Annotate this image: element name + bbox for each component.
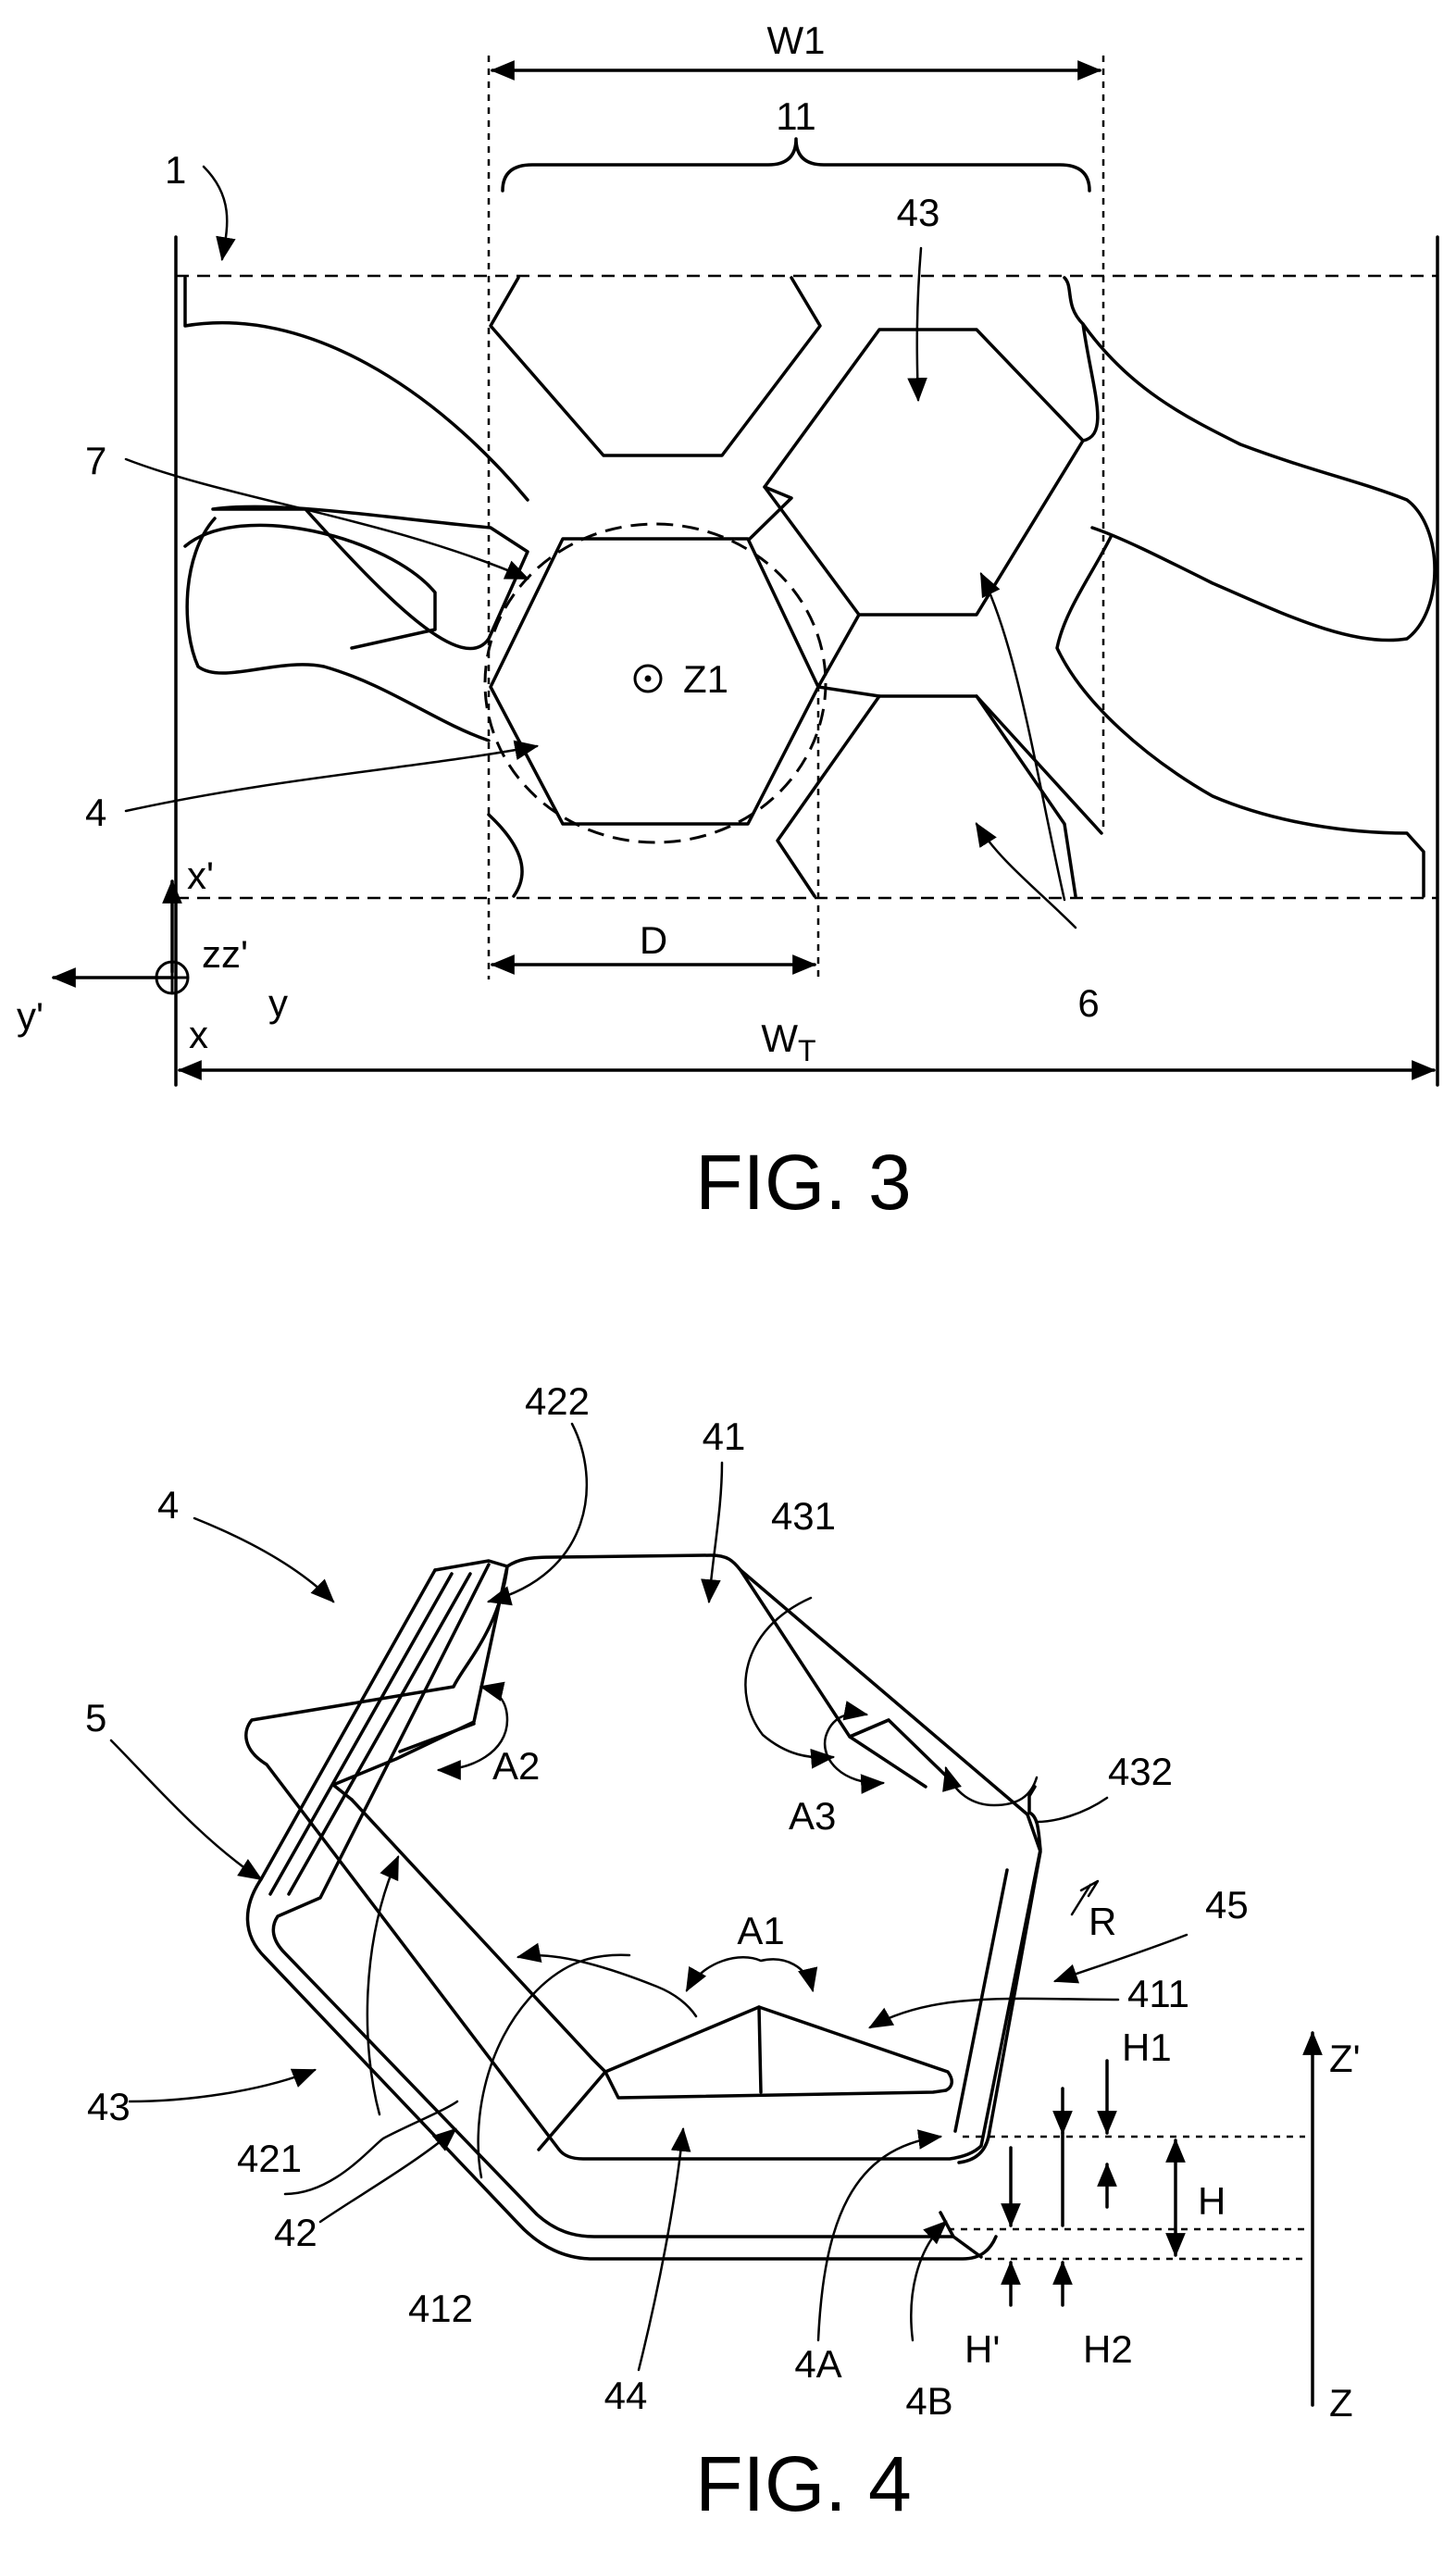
ref-431-label: 431 — [771, 1494, 836, 1538]
h1-label: H1 — [1122, 2026, 1172, 2069]
ref-4A-pointer — [818, 2137, 940, 2340]
ref-4B-pointer — [911, 2222, 946, 2340]
angle-a1-arc — [687, 1957, 813, 1990]
axis-y-prime-label: y' — [17, 994, 44, 1038]
z-label: Z — [1329, 2381, 1353, 2425]
ref-411-pointer — [870, 1999, 1118, 2027]
a3-label: A3 — [789, 1794, 836, 1838]
ref-412-label: 412 — [408, 2287, 473, 2330]
left-upper-wavy-cell — [213, 506, 528, 648]
link-mid — [818, 615, 859, 687]
d-label: D — [640, 918, 667, 962]
ref-45-label: 45 — [1205, 1883, 1249, 1926]
ref-42-label: 42 — [274, 2211, 317, 2254]
ref-1-label: 1 — [165, 148, 186, 192]
left-wavy-rim — [185, 525, 435, 648]
foot-4B-edge — [940, 2213, 981, 2257]
lower-right-side-edge — [977, 696, 1076, 896]
ref-1-pointer — [204, 167, 227, 259]
ref-7-pointer — [126, 459, 528, 579]
wt-subscript-text: T — [798, 1034, 816, 1067]
wt-label: WT — [761, 1016, 815, 1067]
h-prime-label: H' — [964, 2327, 1000, 2371]
ref-41-label: 41 — [703, 1415, 746, 1458]
ref-6-lower-pointer — [977, 824, 1076, 928]
ref-44-pointer — [639, 2129, 683, 2370]
ref-6-upper-pointer — [981, 574, 1064, 900]
fig3-diagram: W1 11 Z1 1 7 — [17, 19, 1437, 1226]
left-lower-wavy-edge — [489, 815, 522, 896]
right-face-45-edge — [959, 1814, 1040, 2163]
z-prime-label: Z' — [1329, 2037, 1361, 2080]
link-lower — [818, 687, 879, 696]
hexagon-cell-43 — [765, 330, 1083, 615]
ref-43-label: 43 — [897, 191, 940, 234]
z1-label: Z1 — [683, 657, 728, 701]
pyramid-left-foot — [539, 2072, 605, 2150]
left-inner-descent — [352, 1800, 605, 2072]
ref-422-pointer — [489, 1424, 587, 1602]
ref-432-label: 432 — [1108, 1750, 1173, 1793]
left-top-partial-cell — [185, 278, 528, 500]
left-mid-wavy-edge — [187, 518, 489, 741]
ref-431-pointer — [745, 1598, 833, 1757]
right-lower-wavy-cell — [1057, 537, 1424, 896]
facet-line-a2 — [400, 1724, 474, 1752]
left-upper-facet-422 — [333, 1566, 507, 1800]
angle-432-arc — [946, 1768, 1037, 1805]
outer-rim-shoulder — [246, 1561, 1040, 2159]
z1-axis-dot — [645, 676, 652, 682]
right-upper-facet-431 — [740, 1570, 953, 1783]
ref-4A-label: 4A — [794, 2342, 841, 2386]
facet-line-a3 — [850, 1720, 926, 1787]
ref-7-label: 7 — [85, 439, 106, 482]
rim-parallel-edges — [270, 1574, 470, 1894]
ref-4-pointer — [126, 746, 537, 811]
hexagon-cell-4 — [491, 539, 818, 824]
ref-4B-label: 4B — [905, 2379, 952, 2423]
ref-5-pointer — [111, 1740, 261, 1879]
ref-432-pointer — [1037, 1798, 1107, 1822]
ref-43-pointer — [917, 248, 921, 400]
wt-main-text: W — [761, 1016, 798, 1060]
fig4-diagram: H H1 H2 H' Z' Z R A1 A2 A3 4 — [85, 1379, 1361, 2527]
pyramid-ridge — [759, 2007, 761, 2092]
ref-4-label: 4 — [157, 1483, 179, 1527]
a2-label: A2 — [492, 1744, 540, 1788]
axis-x-prime-label: x' — [187, 854, 214, 897]
a1-label: A1 — [737, 1909, 784, 1952]
ref-421-pointer — [367, 1857, 398, 2114]
top-partial-hexagon — [491, 278, 820, 455]
w1-label: W1 — [767, 19, 826, 62]
ref-4-pointer — [194, 1518, 333, 1602]
ref-411-label: 411 — [1127, 1972, 1189, 2015]
bottom-pyramid-44 — [605, 2007, 952, 2098]
ref-43-pointer — [130, 2070, 315, 2101]
ref-4-label: 4 — [85, 791, 106, 834]
lower-right-partial-hexagon — [778, 696, 1101, 896]
ref-421-label: 421 — [237, 2137, 302, 2180]
angle-a3-arc — [825, 1714, 883, 1783]
ref-422-label: 422 — [525, 1379, 590, 1423]
brace-11 — [503, 139, 1089, 191]
axis-zz-label: zz' — [202, 932, 248, 976]
fig3-caption: FIG. 3 — [695, 1139, 911, 1226]
h2-label: H2 — [1083, 2327, 1133, 2371]
right-upper-wavy-cell — [1064, 278, 1435, 641]
outer-rim-5 — [247, 1570, 996, 2259]
h-label: H — [1198, 2179, 1226, 2223]
ref-43-label: 43 — [87, 2085, 131, 2128]
ref-41-pointer — [709, 1463, 722, 1602]
ref-44-label: 44 — [604, 2374, 648, 2417]
axis-x-label: x — [189, 1013, 208, 1056]
r-label: R — [1089, 1900, 1116, 1943]
circumscribed-dashed-ellipse-7 — [485, 524, 826, 842]
ref-5-label: 5 — [85, 1696, 106, 1739]
ref-6-label: 6 — [1077, 981, 1099, 1025]
ref-11-label: 11 — [776, 94, 816, 138]
axis-y-label: y — [268, 981, 288, 1025]
fig4-caption: FIG. 4 — [695, 2440, 911, 2527]
